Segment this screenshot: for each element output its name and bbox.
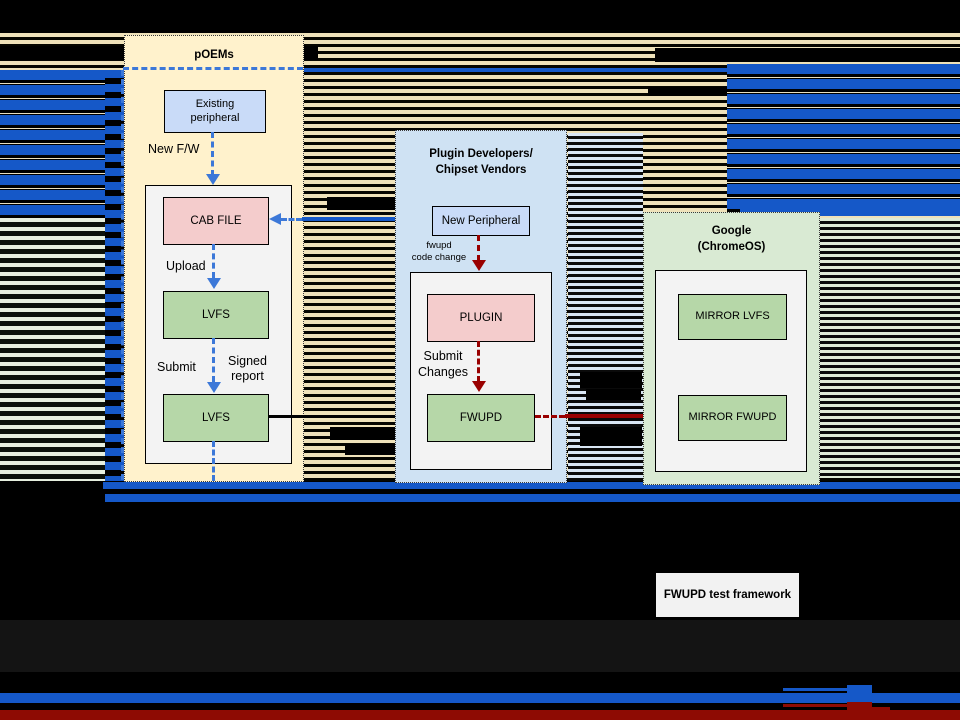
bottom-blue-bar [0,693,960,703]
fwupd-test-framework-box[interactable]: FWUPD test framework [656,573,799,617]
fwupd-label: FWUPD [459,411,503,424]
lvfs-top-label: LVFS [202,308,230,321]
plugin-devs-title: Plugin Developers/ Chipset Vendors [429,148,533,176]
redaction-block [648,87,727,96]
lvfs-bottom-label: LVFS [202,411,230,424]
bottom-red-bar [0,710,960,720]
arrow-newperipheral-to-cab-seg1 [281,218,302,221]
glitch-blue-bar-right-mid [740,204,960,215]
arrow-newperipheral-to-cab-head [269,213,281,225]
cab-file-box[interactable]: CAB FILE [163,197,269,245]
bottom-red-line-small [783,704,847,707]
redaction-block [586,389,641,400]
redaction-block [345,444,397,455]
arrow-cab-to-lvfs [212,244,215,278]
new-peripheral-label: New Peripheral [441,214,521,227]
arrow-fwupd-to-mirror-seg1 [535,415,565,418]
glitch-blue-bars-left [0,70,105,218]
google-title: Google (ChromeOS) [697,225,766,253]
poems-dashed-drop [212,441,215,481]
mirror-fwupd-label: MIRROR FWUPD [688,411,777,424]
glitch-black-band-topright [655,48,960,62]
glitch-lower-black-region [0,481,960,620]
existing-peripheral-box[interactable]: Existing peripheral [164,90,266,133]
poems-title: pOEMs [194,49,234,61]
arrow-lvfs-to-fwupd [268,415,418,418]
cab-file-label: CAB FILE [190,214,242,227]
bottom-blue-line-small [783,688,847,691]
glitch-green-stripes-right [818,218,960,478]
glitch-blue-line-top [302,68,727,72]
arrow-cab-to-lvfs-head [207,278,221,289]
arrow-newperipheral-to-plugin-head [472,260,486,271]
poems-dashed-left-border [121,70,124,480]
arrow-newperipheral-to-plugin [477,235,480,261]
poems-dashed-divider [123,67,303,70]
signed-report-label: Signed report [228,354,267,383]
glitch-blue-bars-right [727,64,960,216]
glitch-blue-bar-1 [103,482,960,489]
arrow-plugin-to-fwupd [477,341,480,382]
glitch-green-stripes-left [0,218,105,481]
mirror-fwupd-box[interactable]: MIRROR FWUPD [678,395,787,441]
new-peripheral-box[interactable]: New Peripheral [432,206,530,236]
submit-label: Submit [157,360,196,374]
lvfs-top-box[interactable]: LVFS [163,291,269,339]
lvfs-bottom-box[interactable]: LVFS [163,394,269,442]
mirror-lvfs-label: MIRROR LVFS [695,310,770,323]
arrow-existing-to-cab-head [206,174,220,185]
submit-changes-label: Submit Changes [417,349,469,379]
new-fw-label: New F/W [148,142,200,156]
arrow-plugin-to-fwupd-head [472,381,486,392]
upload-label: Upload [166,259,206,273]
fwupd-box[interactable]: FWUPD [427,394,535,442]
redaction-block [327,197,397,210]
arrow-existing-to-cab [211,132,214,176]
glitch-blue-block-strip [105,70,124,490]
fwupd-code-change-label: fwupd code change [411,240,467,264]
bottom-red-block [847,702,872,713]
arrow-lvfs-to-lvfs [212,338,215,382]
redaction-block [330,427,397,440]
mirror-lvfs-box[interactable]: MIRROR LVFS [678,294,787,340]
arrow-newperipheral-to-cab-seg2 [302,217,397,221]
redaction-block [580,427,642,446]
footer-dark-band [0,620,960,672]
bottom-red-step [872,707,890,712]
plugin-box[interactable]: PLUGIN [427,294,535,342]
arrow-lvfs-to-lvfs-head [207,382,221,393]
glitch-bluewhite-stripes-mid [568,133,643,483]
arrow-fwupd-to-mirror-seg2 [565,414,643,418]
existing-peripheral-label: Existing peripheral [190,97,240,124]
plugin-label: PLUGIN [459,311,503,324]
redaction-block [580,372,642,388]
glitch-blue-bar-2 [105,494,960,502]
fwupd-test-framework-label: FWUPD test framework [663,588,792,601]
